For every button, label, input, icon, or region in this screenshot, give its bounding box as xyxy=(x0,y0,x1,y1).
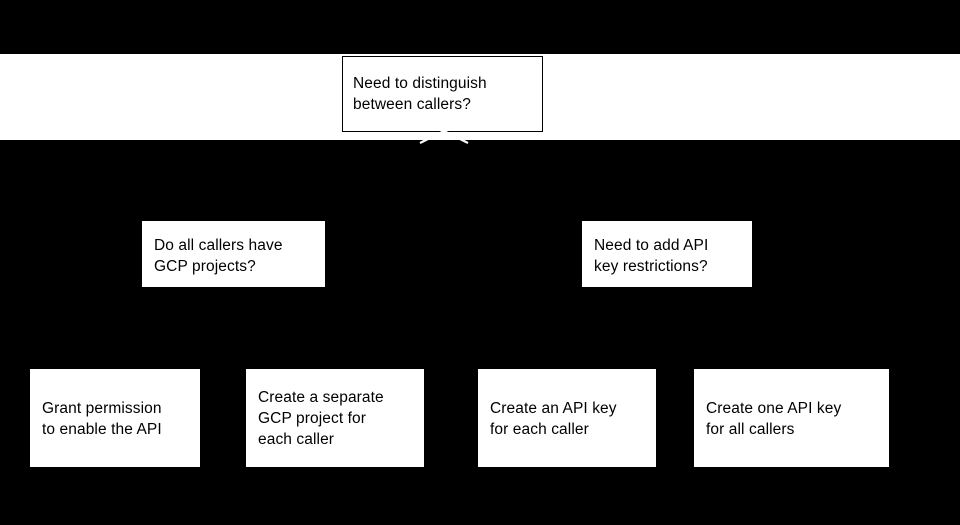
decision-node-do-all-callers-have-gcp-projects[interactable]: Do all callers have GCP projects? xyxy=(142,225,325,287)
node-label: Create a separate GCP project for each c… xyxy=(258,389,384,448)
outcome-node-create-one-api-key-for-all-callers[interactable]: Create one API key for all callers xyxy=(694,373,889,464)
connector-stub xyxy=(30,369,200,373)
connector-stub xyxy=(478,464,656,467)
decision-node-need-to-add-api-key-restrictions[interactable]: Need to add API key restrictions? xyxy=(582,225,752,287)
connector-stub xyxy=(478,369,656,373)
connector-stub xyxy=(142,221,325,225)
connector-stub xyxy=(30,464,200,467)
node-label: Create an API key for each caller xyxy=(490,399,617,438)
connector-stub xyxy=(694,369,889,373)
connector-stub xyxy=(246,369,424,373)
node-label: Need to distinguish between callers? xyxy=(353,75,487,113)
outcome-node-create-a-separate-gcp-project-for-each-caller[interactable]: Create a separate GCP project for each c… xyxy=(246,373,424,464)
outcome-node-grant-permission-to-enable-the-api[interactable]: Grant permission to enable the API xyxy=(30,373,200,464)
outcome-node-create-an-api-key-for-each-caller[interactable]: Create an API key for each caller xyxy=(478,373,656,464)
connector-stub xyxy=(246,464,424,467)
chevron-up-icon xyxy=(419,130,469,144)
connector-stub xyxy=(694,464,889,467)
node-label: Grant permission to enable the API xyxy=(42,399,162,438)
connector-stub xyxy=(582,221,752,225)
node-label: Do all callers have GCP projects? xyxy=(154,237,283,275)
decision-node-need-to-distinguish-between-callers[interactable]: Need to distinguish between callers? xyxy=(342,56,543,132)
node-label: Need to add API key restrictions? xyxy=(594,237,709,275)
node-label: Create one API key for all callers xyxy=(706,399,842,438)
